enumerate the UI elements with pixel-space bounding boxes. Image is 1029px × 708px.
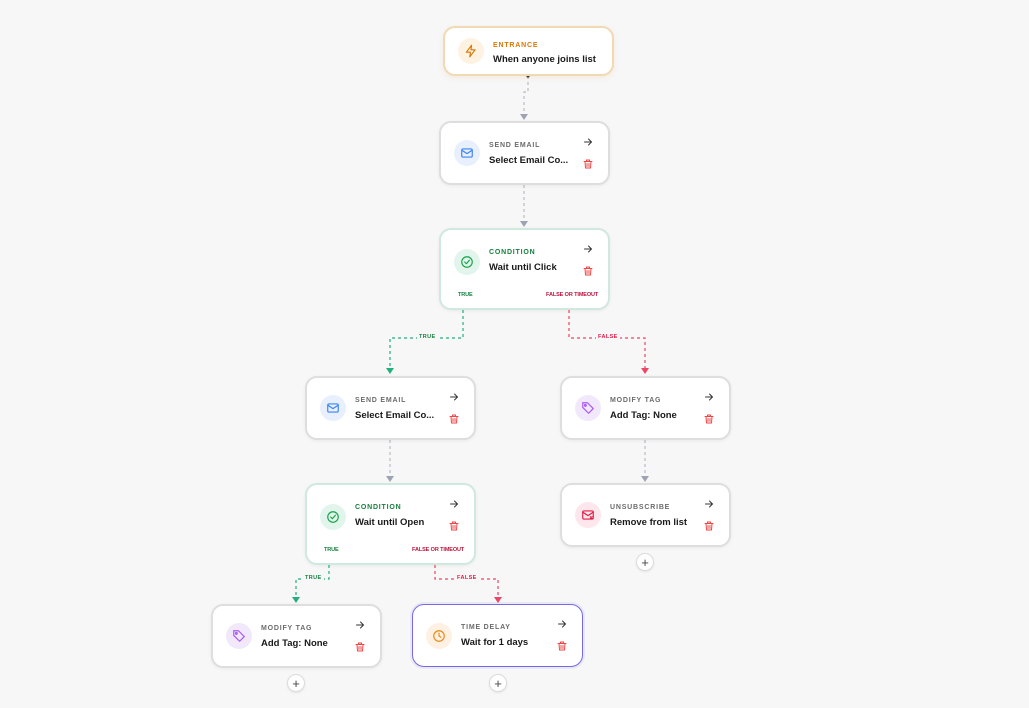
modify-tag-node[interactable]: MODIFY TAG Add Tag: None (211, 604, 382, 668)
node-kind-label: UNSUBSCRIBE (610, 504, 671, 511)
unsubscribe-node[interactable]: UNSUBSCRIBE Remove from list (560, 483, 731, 547)
true-handle-label: TRUE (458, 292, 473, 298)
node-title: Wait until Click (489, 262, 557, 273)
edge-condition2-false (434, 553, 499, 597)
edge-false-label: FALSE (455, 575, 479, 582)
node-title: Add Tag: None (261, 638, 328, 649)
edge-condition1-true (389, 298, 464, 368)
arrowhead (386, 368, 394, 374)
open-node-arrow-icon[interactable] (703, 390, 715, 402)
node-title: Add Tag: None (610, 410, 677, 421)
open-node-arrow-icon[interactable] (556, 617, 568, 629)
arrowhead (641, 368, 649, 374)
true-handle-label: TRUE (324, 547, 339, 553)
condition-node[interactable]: CONDITION Wait until Click TRUE FALSE OR… (439, 228, 610, 310)
edge-false-label: FALSE (596, 334, 620, 341)
node-kind-label: TIME DELAY (461, 624, 511, 631)
delete-trash-icon[interactable] (448, 519, 460, 531)
send-email-node[interactable]: SEND EMAIL Select Email Co... (439, 121, 610, 185)
add-step-button[interactable]: + (287, 674, 305, 692)
edge-entrance-to-email (523, 76, 529, 114)
mail-x-icon (575, 502, 601, 528)
lightning-icon (458, 38, 484, 64)
node-kind-label: MODIFY TAG (610, 397, 662, 404)
node-kind-label: ENTRANCE (493, 42, 539, 49)
tag-icon (575, 395, 601, 421)
arrowhead (494, 597, 502, 603)
node-title: Wait until Open (355, 517, 425, 528)
edge-true-label: TRUE (303, 575, 324, 582)
delete-trash-icon[interactable] (703, 412, 715, 424)
time-delay-node[interactable]: TIME DELAY Wait for 1 days (412, 604, 583, 667)
open-node-arrow-icon[interactable] (582, 135, 594, 147)
send-email-node[interactable]: SEND EMAIL Select Email Co... (305, 376, 476, 440)
add-step-button[interactable]: + (636, 553, 654, 571)
arrowhead (520, 221, 528, 227)
arrowhead (292, 597, 300, 603)
delete-trash-icon[interactable] (582, 264, 594, 276)
entrance-node[interactable]: ENTRANCE When anyone joins list (443, 26, 614, 76)
edge-true-label: TRUE (417, 334, 438, 341)
node-kind-label: CONDITION (355, 504, 402, 511)
node-title: When anyone joins list (493, 54, 596, 65)
arrowhead (386, 476, 394, 482)
check-circle-icon (320, 504, 346, 530)
open-node-arrow-icon[interactable] (448, 497, 460, 509)
add-step-button[interactable]: + (489, 674, 507, 692)
delete-trash-icon[interactable] (448, 412, 460, 424)
modify-tag-node[interactable]: MODIFY TAG Add Tag: None (560, 376, 731, 440)
node-kind-label: SEND EMAIL (355, 397, 407, 404)
false-handle-label: FALSE OR TIMEOUT (412, 547, 465, 553)
node-title: Select Email Co... (489, 155, 569, 166)
tag-icon (226, 623, 252, 649)
false-handle-label: FALSE OR TIMEOUT (546, 292, 599, 298)
arrowhead (520, 114, 528, 120)
delete-trash-icon[interactable] (582, 157, 594, 169)
open-node-arrow-icon[interactable] (703, 497, 715, 509)
node-kind-label: CONDITION (489, 249, 536, 256)
arrowhead (641, 476, 649, 482)
node-title: Remove from list (610, 517, 688, 528)
delete-trash-icon[interactable] (703, 519, 715, 531)
clock-icon (426, 622, 452, 649)
mail-icon (454, 140, 480, 166)
mail-icon (320, 395, 346, 421)
check-circle-icon (454, 249, 480, 275)
delete-trash-icon[interactable] (354, 640, 366, 652)
open-node-arrow-icon[interactable] (354, 618, 366, 630)
node-title: Select Email Co... (355, 410, 435, 421)
open-node-arrow-icon[interactable] (582, 242, 594, 254)
condition-node[interactable]: CONDITION Wait until Open TRUE FALSE OR … (305, 483, 476, 565)
node-kind-label: MODIFY TAG (261, 625, 313, 632)
node-kind-label: SEND EMAIL (489, 142, 541, 149)
delete-trash-icon[interactable] (556, 639, 568, 651)
open-node-arrow-icon[interactable] (448, 390, 460, 402)
node-title: Wait for 1 days (461, 637, 529, 648)
